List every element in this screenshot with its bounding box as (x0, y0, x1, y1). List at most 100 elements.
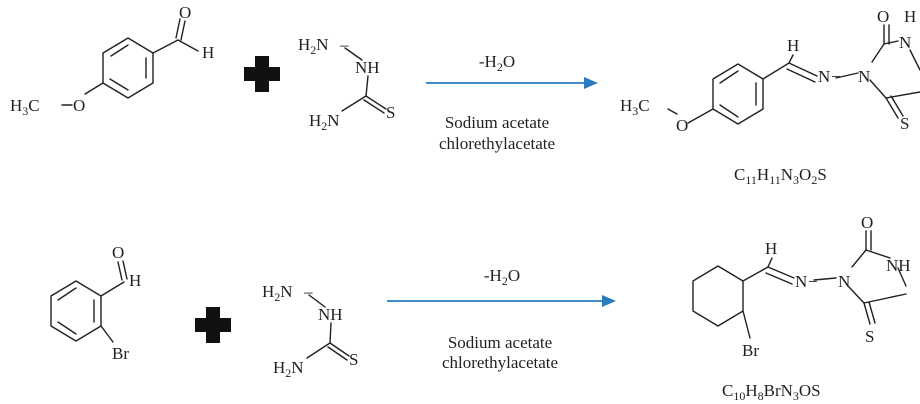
carbonyl-double-bond (175, 18, 181, 39)
atom-label: Br (112, 344, 129, 363)
atom-label: O (179, 3, 191, 22)
carbonyl-double-bond (180, 20, 186, 41)
ring-bond (909, 49, 920, 71)
ring-bond (847, 285, 865, 304)
atom-label: O (73, 96, 85, 115)
reaction-arrow-1: -H2O Sodium acetate chlorethylacetate (426, 52, 598, 153)
atom-label: N (795, 272, 807, 291)
atom-label: H2N (298, 35, 329, 57)
bonds-anisaldehyde (61, 18, 199, 106)
atom-label: N (899, 33, 911, 52)
reaction-arrow-2: -H2O Sodium acetate chlorethylacetate (387, 266, 616, 372)
bond (341, 95, 367, 112)
methyl-group-label: H3C (10, 96, 40, 118)
vinyl-bond (762, 62, 790, 80)
atom-label: H (787, 36, 799, 55)
ring-bond (883, 40, 899, 45)
atom-label: – (303, 282, 313, 301)
atom-label: − (808, 272, 818, 291)
ring-bond (863, 293, 907, 304)
ring-bond (851, 249, 867, 268)
atom-label: H2N (262, 282, 293, 304)
thione-double-bond (329, 342, 350, 357)
ether-o-ring-bond (687, 108, 714, 124)
thione-bond (863, 302, 871, 325)
aromatic-bond (109, 78, 129, 91)
imine-h-bond (788, 54, 794, 64)
atom-label: N (818, 67, 830, 86)
reactant-thiosemicarbazide-2: H2N – NH S H2N (262, 282, 358, 380)
imine-double-bond (765, 272, 793, 285)
bond (344, 47, 363, 61)
aromatic-bond (57, 287, 77, 301)
atom-label: H (202, 43, 214, 62)
imine-h-bond (767, 257, 773, 268)
atom-label: O (676, 116, 688, 135)
bonds-product-2 (692, 230, 907, 339)
bond (365, 75, 369, 97)
aromatic-bond (110, 44, 129, 57)
molecular-formula-2: C10H8BrN3OS (722, 381, 821, 403)
atom-label: H2N (273, 358, 304, 380)
methyl-group-label: H3C (620, 96, 650, 118)
bond (813, 277, 837, 281)
imine-double-bond (786, 68, 816, 83)
aldehyde-carbon-bond (152, 39, 179, 54)
atom-label: NH (886, 256, 911, 275)
imine-double-bond (788, 62, 818, 77)
ether-o-ring-bond (84, 82, 104, 95)
cyclohexane-ring (692, 265, 744, 327)
thione-bond (885, 97, 899, 119)
atom-label: NH (355, 58, 380, 77)
ring-bond (897, 267, 907, 287)
aldehyde-carbon-bond (100, 281, 125, 297)
thione-double-bond (365, 95, 387, 110)
atom-label: S (865, 327, 874, 346)
atom-label: H (904, 7, 916, 26)
atom-label: − (831, 67, 841, 86)
bond (306, 342, 331, 359)
atom-label: H (129, 271, 141, 290)
plus-sign (244, 56, 280, 92)
carbonyl-double-bond (122, 260, 128, 280)
atom-label: NH (318, 305, 343, 324)
atom-label: O (861, 213, 873, 232)
atom-label: O (877, 7, 889, 26)
product-1: H N − N O N H S O H3C C11H11N3O2S (620, 7, 920, 187)
product-2: H N − N O NH S Br C10H8BrN3OS (692, 213, 911, 403)
water-loss-label: -H2O (479, 52, 515, 74)
atom-label: – (339, 35, 349, 54)
vinyl-bond (742, 266, 769, 282)
solvent-label: chlorethylacetate (439, 134, 555, 153)
thione-bond (890, 95, 904, 117)
ring-bond (865, 249, 891, 259)
bonds-bromobenzaldehyde (50, 260, 128, 343)
imine-double-bond (767, 266, 795, 279)
bond (835, 72, 859, 79)
reagent-label: Sodium acetate (445, 113, 549, 132)
carbonyl-double-bond (117, 261, 123, 281)
reactant-bromobenzaldehyde: O H Br (50, 243, 141, 363)
plus-vertical (206, 307, 220, 343)
reactant-thiosemicarbazide: H2N – NH S H2N (298, 35, 395, 133)
thione-bond (868, 301, 876, 324)
bond (329, 322, 332, 344)
atom-label: O (112, 243, 124, 262)
atom-label: N (838, 272, 850, 291)
atom-label: H2N (309, 111, 340, 133)
thione-double-bond (327, 346, 348, 361)
bond (308, 294, 326, 308)
aldehyde-h-bond (177, 39, 199, 52)
atom-label: S (900, 114, 909, 133)
ring-bond (869, 79, 887, 99)
molecular-formula-1: C11H11N3O2S (734, 165, 827, 187)
atom-label: S (349, 350, 358, 369)
thione-double-bond (363, 99, 385, 114)
solvent-label: chlorethylacetate (442, 353, 558, 372)
aromatic-bond (719, 70, 739, 84)
atom-label: S (386, 103, 395, 122)
methoxy-bond (667, 108, 678, 115)
plus-vertical (255, 56, 269, 92)
arrow-head (584, 77, 598, 89)
